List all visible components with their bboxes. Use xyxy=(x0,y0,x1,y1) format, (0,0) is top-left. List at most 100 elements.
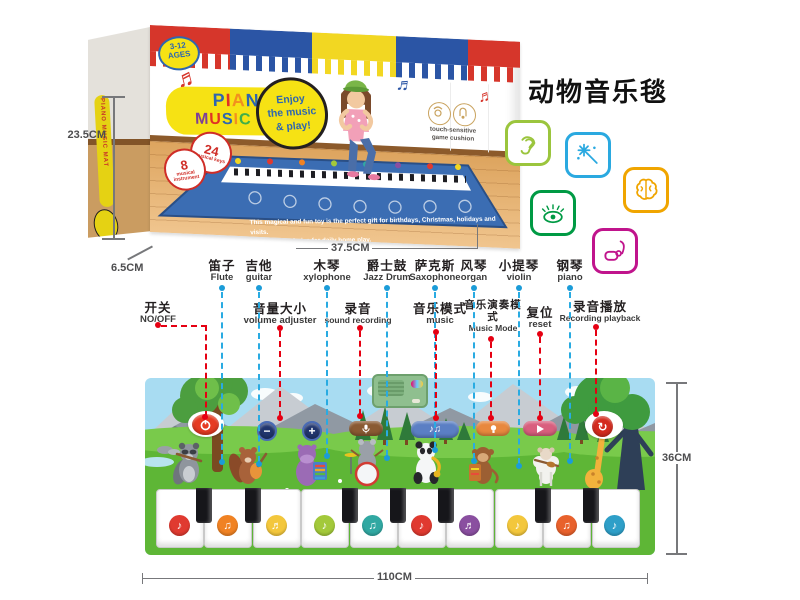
speaker-sticker xyxy=(411,380,423,388)
key-note-badge: ♪ xyxy=(507,515,528,536)
key-note-badge: ♫ xyxy=(556,515,577,536)
speaker-button xyxy=(412,399,420,403)
dimension-cap xyxy=(647,573,648,584)
lightbulb-icon xyxy=(490,424,496,433)
black-key xyxy=(535,488,551,523)
dimension-cap xyxy=(666,553,687,555)
mat-height-label: 36CM xyxy=(659,452,695,464)
music-note-decoration: ♬ xyxy=(394,73,416,97)
monkey-organ-figure xyxy=(469,447,499,484)
volume-minus-button: − xyxy=(257,421,277,441)
label-violin: 小提琴 violin xyxy=(491,259,547,284)
box-caption: This magical and fun toy is the perfect … xyxy=(249,215,508,247)
child-model xyxy=(338,80,380,181)
paint-drip-band xyxy=(150,25,520,83)
label-en: volume adjuster xyxy=(243,315,317,326)
feature-magic-wand-badge xyxy=(565,132,611,178)
label-organ: 风琴 organ xyxy=(446,259,502,284)
mat-width-label: 110CM xyxy=(374,571,415,583)
label-zh: 木琴 xyxy=(313,259,341,273)
key-note-badge: ♫ xyxy=(217,515,238,536)
playback-button: ↻ xyxy=(592,416,613,437)
label-en: Jazz Drum xyxy=(363,272,411,283)
note-icon: ♪ xyxy=(418,519,425,532)
note-icon: ♪ xyxy=(611,519,618,532)
play-icon xyxy=(536,424,544,433)
note-icon: ♪ xyxy=(321,519,328,532)
dimension-cap xyxy=(666,382,687,384)
caption-line-1: This magical and fun toy is the perfect … xyxy=(249,215,496,236)
squirrel-guitar-figure xyxy=(228,447,268,484)
dimension-cap xyxy=(102,238,125,240)
label-recording-playback: 录音播放 Recording playback xyxy=(550,300,650,324)
dimension-cap xyxy=(477,224,478,249)
feature-touch-badge xyxy=(592,228,638,274)
label-en: guitar xyxy=(245,272,273,283)
label-zh: 复位 xyxy=(526,306,554,320)
label-en: violin xyxy=(506,272,532,283)
label-zh: 萨克斯 xyxy=(414,259,456,273)
label-flute: 笛子 Flute xyxy=(192,259,252,284)
black-key xyxy=(583,488,599,523)
black-key xyxy=(438,488,454,523)
key-note-badge: ♬ xyxy=(266,515,287,536)
speaker-grille xyxy=(378,380,404,396)
label-en: piano xyxy=(557,272,583,283)
label-en: Saxophone xyxy=(409,272,461,283)
minus-icon: − xyxy=(263,424,271,438)
note-icon: ♬ xyxy=(464,519,475,532)
replay-icon: ↻ xyxy=(597,419,608,434)
label-en: NO/OFF xyxy=(140,314,176,325)
volume-plus-button: + xyxy=(302,421,322,441)
box-width-dimension-line xyxy=(296,248,328,249)
key-note-badge: ♪ xyxy=(604,515,625,536)
label-reset: 复位 reset xyxy=(515,306,565,331)
speaker-console xyxy=(372,374,428,408)
hippo-xylophone-figure xyxy=(296,444,327,486)
music-note-decoration: ♬ xyxy=(476,87,496,106)
raccoon-flute-figure xyxy=(173,442,203,485)
box-depth-label: 6.5CM xyxy=(111,262,144,274)
slogan-line: & play! xyxy=(275,118,312,134)
box-side-brand-banner: PIANO MUSIC MAT xyxy=(94,94,115,208)
microphone-icon xyxy=(362,424,370,433)
label-music-mode: 音乐模式 music xyxy=(395,302,485,327)
note-icon: ♪ xyxy=(176,519,183,532)
label-guitar: 吉他 guitar xyxy=(229,259,289,284)
label-zh: 音量大小 xyxy=(252,302,307,316)
label-saxophone: 萨克斯 Saxophone xyxy=(398,259,472,284)
label-zh: 笛子 xyxy=(208,259,236,273)
label-zh: 吉他 xyxy=(245,259,273,273)
label-en: Recording playback xyxy=(559,313,641,323)
ear-icon xyxy=(520,136,536,155)
plus-icon: + xyxy=(308,424,316,438)
key-note-badge: ♪ xyxy=(314,515,335,536)
label-zh: 爵士鼓 xyxy=(366,259,408,273)
label-en: music xyxy=(426,315,454,326)
touch-caption-line: game cushion xyxy=(431,133,475,143)
note-icon: ♫ xyxy=(223,519,232,532)
touch-hand-icon xyxy=(604,240,625,261)
label-performance-mode: 音乐演奏模式 Music Mode xyxy=(464,299,522,333)
age-range-word: AGES xyxy=(167,49,192,61)
key-note-badge: ♪ xyxy=(169,515,190,536)
magic-wand-icon xyxy=(577,143,598,164)
label-en: sound recording xyxy=(324,315,392,325)
label-en: reset xyxy=(528,319,552,330)
feature-vision-badge xyxy=(530,190,576,236)
touch-sensitive-icon xyxy=(453,102,476,127)
label-zh: 录音播放 xyxy=(572,300,627,314)
power-button xyxy=(192,414,219,435)
black-key xyxy=(196,488,212,523)
key-note-badge: ♬ xyxy=(459,515,480,536)
label-sound-recording: 录音 sound recording xyxy=(308,302,408,326)
box-width-dimension-line xyxy=(372,248,478,249)
label-jazz-drum: 爵士鼓 Jazz Drum xyxy=(352,259,422,284)
box-height-label: 23.5CM xyxy=(67,129,106,141)
dimension-cap xyxy=(102,96,125,98)
reset-button xyxy=(523,421,557,436)
label-xylophone: 木琴 xylophone xyxy=(292,259,362,284)
box-side-panel: PIANO MUSIC MAT xyxy=(88,27,150,238)
music-mat: − + ♪ ♫ ↻ xyxy=(145,374,655,555)
